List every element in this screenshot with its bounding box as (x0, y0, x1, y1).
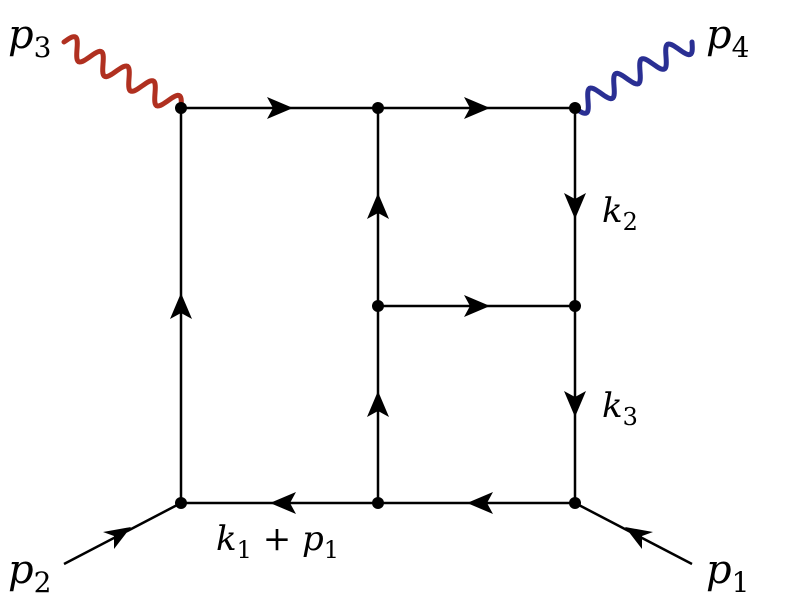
arrow-up-icon (170, 293, 192, 319)
label-k3: k3 (602, 386, 638, 431)
arrow-leg-p1-icon (625, 527, 653, 549)
vertex-dot (569, 102, 581, 114)
arrow-left-icon (270, 492, 296, 514)
vertex-dot (569, 497, 581, 509)
label-p3: p3 (8, 12, 51, 64)
vertex-dot (372, 497, 384, 509)
arrow-up-icon (367, 193, 389, 219)
vertex-dot (175, 102, 187, 114)
photon-p4-wavy-line (572, 39, 695, 116)
arrows (103, 97, 653, 549)
vertex-dot (175, 497, 187, 509)
vertex-dot (372, 300, 384, 312)
photon-p3-wavy-line (61, 34, 184, 111)
propagators (63, 106, 693, 566)
arrow-left-icon (467, 492, 493, 514)
label-p2: p2 (8, 547, 51, 599)
vertex-dot (372, 102, 384, 114)
arrow-leg-p2-icon (103, 527, 131, 549)
arrow-up-icon (367, 391, 389, 417)
arrow-down-icon (564, 193, 586, 219)
arrow-right-icon (267, 97, 293, 119)
arrow-right-icon (464, 295, 490, 317)
arrow-right-icon (464, 97, 490, 119)
vertices (175, 102, 581, 509)
vertex-dot (569, 300, 581, 312)
label-p1: p1 (706, 547, 749, 599)
label-k1-plus-p1: k1 + p1 (216, 519, 339, 564)
label-k2: k2 (602, 191, 638, 236)
arrow-down-icon (564, 391, 586, 417)
label-p4: p4 (706, 12, 749, 64)
